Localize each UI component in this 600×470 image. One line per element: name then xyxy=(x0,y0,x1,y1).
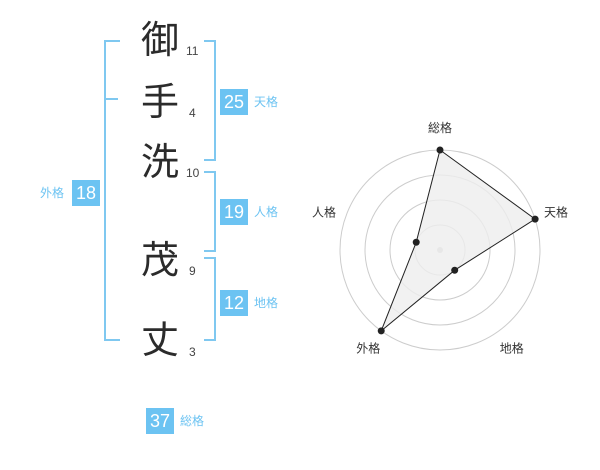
jinkaku-label: 人格 xyxy=(254,205,279,219)
radar-point-4 xyxy=(377,327,385,335)
radar-axis-label-4: 外格 xyxy=(356,341,380,356)
chikaku-label: 地格 xyxy=(254,296,279,310)
tenkaku-bracket xyxy=(204,40,216,161)
radar-point-3 xyxy=(451,266,459,274)
stroke-count-4: 9 xyxy=(189,264,196,278)
tenkaku-value: 25 xyxy=(220,89,248,115)
radar-point-2 xyxy=(531,215,539,223)
name-char-1: 御 xyxy=(140,18,179,62)
radar-axis-label-3: 地格 xyxy=(500,341,524,356)
name-char-5: 丈 xyxy=(140,318,179,362)
stroke-count-3: 10 xyxy=(186,166,200,180)
radar-axis-label-2: 天格 xyxy=(544,204,568,219)
stroke-count-2: 4 xyxy=(189,106,196,120)
chikaku-value: 12 xyxy=(220,290,248,316)
name-char-4: 茂 xyxy=(140,238,179,282)
gaikaku-value: 18 xyxy=(72,180,100,206)
stroke-count-5: 3 xyxy=(189,345,196,359)
name-char-3: 洗 xyxy=(140,140,179,184)
radar-point-5 xyxy=(412,238,420,246)
jinkaku-bracket xyxy=(204,171,216,252)
soukaku-label: 総格 xyxy=(180,414,205,428)
soukaku-value: 37 xyxy=(146,408,174,434)
gaikaku-label: 外格 xyxy=(40,186,65,200)
gaikaku-bracket xyxy=(104,40,120,341)
radar-axis-label-1: 総格 xyxy=(428,120,452,135)
chikaku-bracket xyxy=(204,257,216,341)
stroke-count-1: 11 xyxy=(186,44,199,58)
gaikaku-bracket-tick xyxy=(104,98,118,100)
radar-point-1 xyxy=(436,146,444,154)
jinkaku-value: 19 xyxy=(220,199,248,225)
name-char-2: 手 xyxy=(140,80,179,124)
radar-axis-label-5: 人格 xyxy=(312,204,336,219)
tenkaku-label: 天格 xyxy=(254,95,279,109)
radar-polygon xyxy=(380,149,536,332)
